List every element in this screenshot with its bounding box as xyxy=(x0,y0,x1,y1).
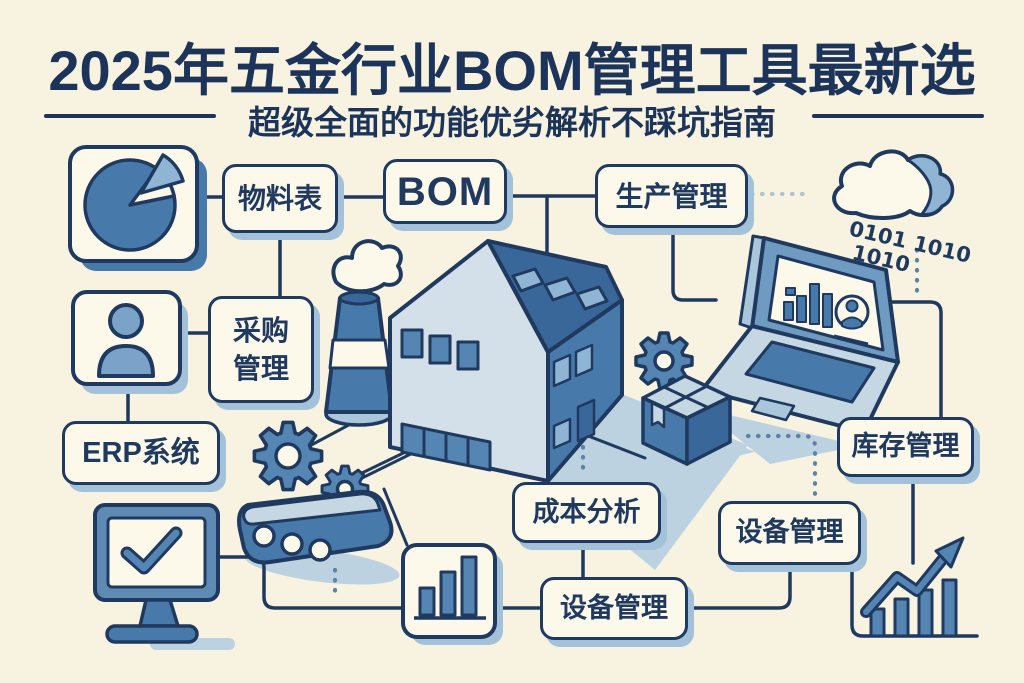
connector-line xyxy=(671,226,718,302)
laptop-icon xyxy=(700,234,900,434)
box-label: BOM xyxy=(396,169,494,214)
box-label: 生产管理 xyxy=(615,180,728,212)
box-label: 设备管理 xyxy=(560,592,668,623)
box-label: 库存管理 xyxy=(851,431,960,462)
connector-line xyxy=(886,300,943,419)
connector-line xyxy=(686,563,792,610)
package-icon xyxy=(641,374,732,466)
box-label: 采购 xyxy=(232,314,289,346)
arrow-head xyxy=(934,536,965,569)
factory-icon xyxy=(324,239,624,483)
box-label: 成本分析 xyxy=(532,496,641,527)
box-inventory: 库存管理 xyxy=(837,417,974,477)
growth-chart-icon xyxy=(860,536,965,638)
user-icon xyxy=(71,290,188,394)
pie-chart-icon xyxy=(68,145,207,271)
box-bill-of-materials: 物料表 xyxy=(222,164,338,233)
box-cost-analysis: 成本分析 xyxy=(512,482,661,543)
box-production: 生产管理 xyxy=(595,164,748,228)
box-equipment-bottom: 设备管理 xyxy=(540,577,688,640)
box-bom: BOM xyxy=(383,159,507,224)
gear-icon xyxy=(634,331,694,391)
checkmark xyxy=(123,529,180,572)
subtitle-rule-left xyxy=(44,114,216,118)
box-equipment-right: 设备管理 xyxy=(718,501,861,565)
subtitle-rule-right xyxy=(812,114,984,118)
bar-chart-icon xyxy=(401,543,503,645)
conveyor-icon xyxy=(237,420,394,565)
box-erp: ERP系统 xyxy=(62,421,220,485)
ground-line xyxy=(382,487,409,547)
box-label: 物料表 xyxy=(237,183,322,214)
page-subtitle: 超级全面的功能优劣解析不踩坑指南 xyxy=(248,104,776,141)
connector-line xyxy=(850,563,979,638)
monitor-checkmark-icon xyxy=(93,503,220,644)
page-title: 2025年五金行业BOM管理工具最新选 xyxy=(48,39,976,102)
box-label: ERP系统 xyxy=(82,436,200,469)
smoke xyxy=(331,239,403,294)
box-procurement: 采购 管理 xyxy=(208,296,314,403)
cloud-icon: 0101 1010 1010 xyxy=(832,149,973,277)
box-label: 设备管理 xyxy=(735,517,844,548)
box-label: 管理 xyxy=(232,352,289,384)
